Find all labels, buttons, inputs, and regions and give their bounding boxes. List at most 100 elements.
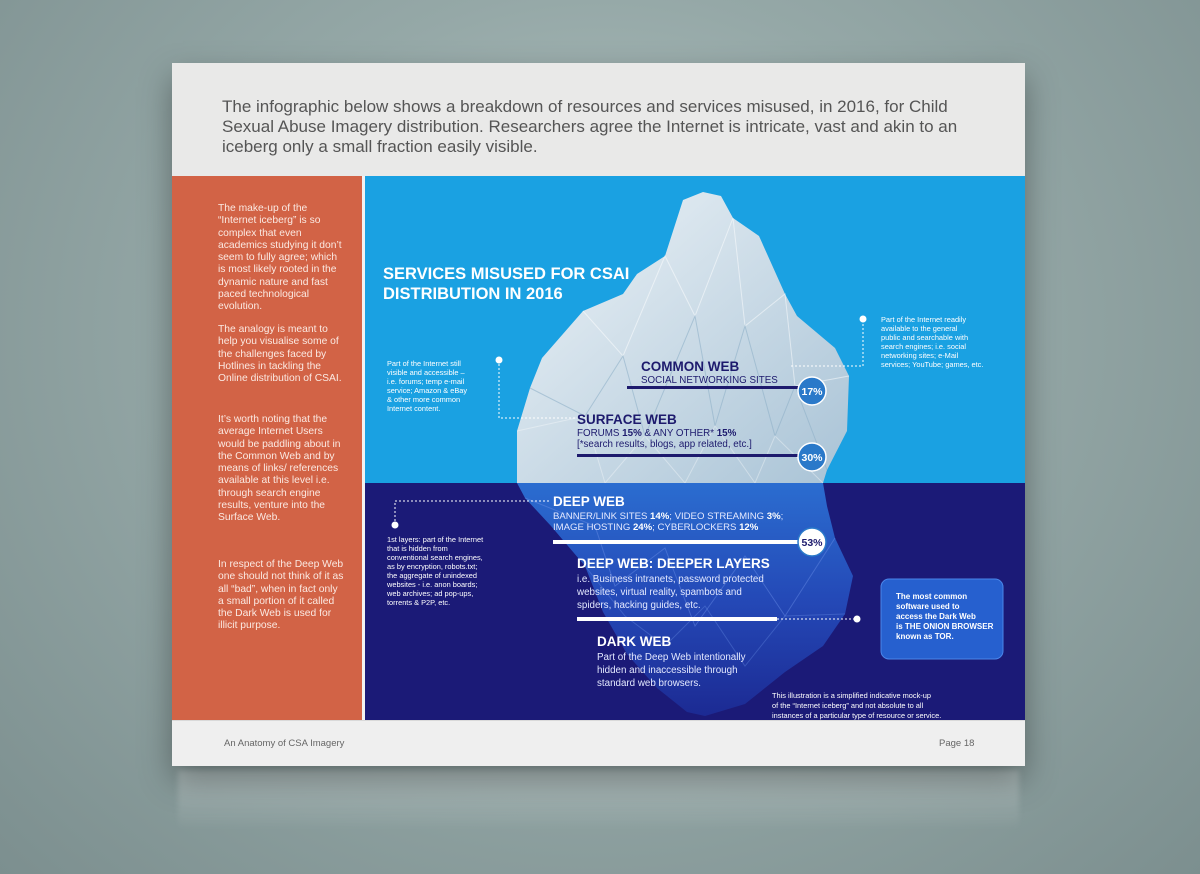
deep-web-note-8: torrents & P2P, etc. [387, 598, 450, 607]
sidebar-paragraph-2: The analogy is meant to help you visuali… [218, 324, 342, 385]
deep-web-note-2: that is hidden from [387, 544, 448, 553]
deep-web-line-2: IMAGE HOSTING 24%; CYBERLOCKERS 12% [553, 522, 759, 533]
surface-web-subtitle-2: [*search results, blogs, app related, et… [577, 439, 752, 450]
tor-line-5: known as TOR. [896, 632, 954, 641]
surface-web-sub-prefix: FORUMS [577, 428, 622, 439]
sidebar-paragraph-3: It’s worth noting that the average Inter… [218, 414, 341, 524]
common-web-heading: COMMON WEB [641, 359, 739, 374]
common-web-note-5: networking sites; e-Mail [881, 351, 959, 360]
deep-web-line1-end: ; [781, 511, 784, 522]
surface-web-connector [498, 362, 575, 419]
surface-web-note-4: service; Amazon & eBay [387, 386, 467, 395]
common-web-subtitle: SOCIAL NETWORKING SITES [641, 375, 778, 386]
surface-web-heading: SURFACE WEB [577, 412, 677, 427]
surface-web-percent: 30% [801, 452, 823, 464]
tor-line-5-prefix: known as [896, 632, 935, 641]
footer-document-title: An Anatomy of CSA Imagery [224, 738, 345, 749]
brochure-page: The infographic below shows a breakdown … [172, 63, 1025, 766]
dark-web-line-2: hidden and inaccessible through [597, 665, 738, 676]
iceberg-infographic: SERVICES MISUSED FOR CSAI DISTRIBUTION I… [365, 176, 1025, 720]
common-web-note-3: public and searchable with [881, 333, 968, 342]
column-divider [362, 176, 365, 720]
deep-web-cyber-pct: 12% [739, 522, 759, 533]
deep-web-cyber-label: ; CYBERLOCKERS [652, 522, 739, 533]
infographic-title-line-2: DISTRIBUTION IN 2016 [383, 285, 563, 303]
surface-web-bar [577, 454, 813, 457]
deep-web-heading: DEEP WEB [553, 494, 625, 509]
deep-web-note-6: websites - i.e. anon boards; [386, 580, 477, 589]
common-web-connector-dot [859, 315, 867, 323]
tor-line-4: is THE ONION BROWSER [896, 622, 994, 631]
deep-web-video-pct: 3% [767, 511, 781, 522]
underwater-facets-1 [524, 497, 836, 628]
deep-web-connector [394, 500, 549, 523]
deep-web-note-7: web archives; ad pop-ups, [386, 589, 473, 598]
iceberg-facets-mid [529, 314, 828, 471]
deeper-layers-line-3: spiders, hacking guides, etc. [577, 600, 701, 611]
deeper-layers-line-1: i.e. Business intranets, password protec… [577, 574, 764, 585]
deep-web-note-1: 1st layers: part of the Internet [387, 535, 483, 544]
underwater-facets-2 [584, 565, 846, 667]
deeper-layers-bar [577, 617, 777, 621]
footer-page-number: Page 18 [939, 738, 975, 749]
common-web-percent: 17% [801, 386, 823, 398]
tor-line-3: access the Dark Web [896, 612, 976, 621]
surface-web-note-1: Part of the Internet still [387, 359, 461, 368]
common-web-badge [797, 376, 827, 406]
tor-line-4-prefix: is [896, 622, 905, 631]
surface-web-connector-dot [495, 356, 503, 364]
iceberg-svg: SERVICES MISUSED FOR CSAI DISTRIBUTION I… [365, 176, 1025, 720]
common-web-connector [791, 321, 864, 367]
sidebar-paragraph-1: The make-up of the “Internet iceberg” is… [218, 203, 342, 313]
deep-web-banner-label: BANNER/LINK SITES [553, 511, 650, 522]
iceberg-tip [517, 192, 849, 483]
page-header: The infographic below shows a breakdown … [172, 63, 1025, 176]
common-web-note-6: services; YouTube; games, etc. [881, 360, 983, 369]
deep-web-banner-pct: 14% [650, 511, 670, 522]
disclaimer-line-b: of the “Internet iceberg” and not absolu… [772, 701, 924, 710]
dark-web-line-1: Part of the Deep Web intentionally [597, 652, 746, 663]
page-footer: An Anatomy of CSA Imagery Page 18 [172, 720, 1025, 766]
common-web-note-4: search engines; i.e. social [881, 342, 966, 351]
tor-callout-box [880, 578, 1004, 660]
deep-web-image-pct: 24% [633, 522, 653, 533]
deep-web-note-3: conventional search engines, [387, 553, 483, 562]
surface-web-sub-mid: & ANY OTHER* [642, 428, 717, 439]
tor-name: TOR [935, 632, 952, 641]
surface-web-note-3: i.e. forums; temp e-mail [387, 377, 465, 386]
deep-web-badge [797, 527, 827, 557]
surface-web-other-pct: 15% [717, 428, 737, 439]
tor-onion-browser: THE ONION BROWSER [905, 622, 994, 631]
deep-web-line-1: BANNER/LINK SITES 14%; VIDEO STREAMING 3… [553, 511, 783, 522]
deep-web-bar [553, 540, 813, 544]
tor-line-5-end: . [951, 632, 953, 641]
deep-web-image-label: IMAGE HOSTING [553, 522, 633, 533]
deep-web-video-label: ; VIDEO STREAMING [669, 511, 767, 522]
infographic-title-line-1: SERVICES MISUSED FOR CSAI [383, 265, 629, 283]
surface-web-note-6: Internet content. [387, 404, 440, 413]
surface-web-note-2: visible and accessible – [387, 368, 466, 377]
deep-web-note-4: as by encryption, robots.txt; [387, 562, 477, 571]
surface-web-badge [797, 442, 827, 472]
sidebar-paragraph-4: In respect of the Deep Web one should no… [218, 559, 344, 632]
intro-paragraph: The infographic below shows a breakdown … [222, 97, 958, 156]
deeper-layers-heading: DEEP WEB: DEEPER LAYERS [577, 556, 770, 571]
disclaimer-line-a: This illustration is a simplified indica… [772, 691, 931, 700]
surface-web-note-5: & other more common [387, 395, 460, 404]
deep-web-connector-dot [391, 521, 399, 529]
tor-line-2: software used to [896, 602, 960, 611]
tor-connector-dot [853, 615, 861, 623]
deep-web-note-5: the aggregate of unindexed [387, 571, 477, 580]
sidebar-panel: The make-up of the “Internet iceberg” is… [172, 176, 362, 720]
surface-web-subtitle: FORUMS 15% & ANY OTHER* 15% [577, 428, 737, 439]
tor-line-1: The most common [896, 592, 967, 601]
deep-web-percent: 53% [801, 537, 823, 549]
common-web-note-2: available to the general [881, 324, 958, 333]
surface-web-forums-pct: 15% [622, 428, 642, 439]
common-web-bar [627, 386, 814, 389]
common-web-note-1: Part of the Internet readily [881, 315, 966, 324]
iceberg-facets-top [582, 217, 850, 387]
dark-web-line-3: standard web browsers. [597, 678, 701, 689]
page-reflection [178, 770, 1019, 830]
deeper-layers-line-2: websites, virtual reality, spambots and [576, 587, 742, 598]
